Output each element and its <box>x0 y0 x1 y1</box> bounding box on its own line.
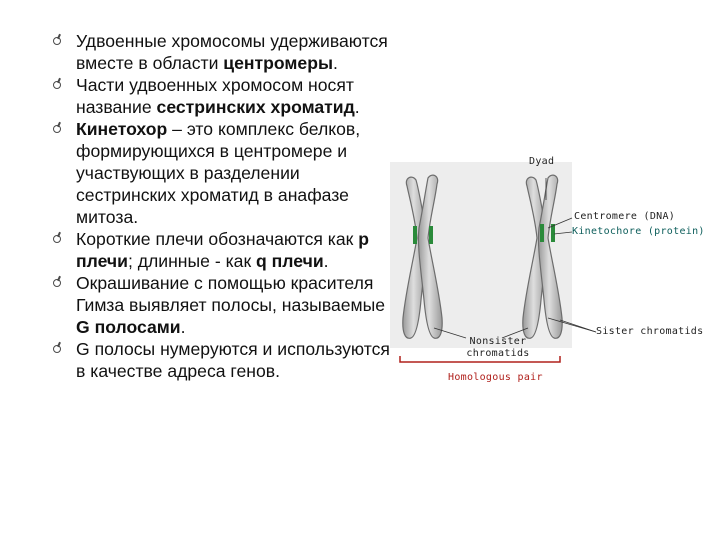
bullet-item: G полосы нумеруются и используются в кач… <box>50 338 395 382</box>
bullet-item: Окрашивание с помощью красителя Гимза вы… <box>50 272 395 338</box>
pointer-lines <box>433 178 597 339</box>
bullet-icon <box>53 235 61 243</box>
homologous-pair-label: Homologous pair <box>448 372 543 383</box>
centromere-label: Centromere (DNA) <box>574 211 676 222</box>
chromosome-drawing <box>390 162 597 363</box>
bullet-icon <box>53 125 61 133</box>
chromosome-left <box>402 174 443 339</box>
homologous-bracket <box>399 356 561 363</box>
dyad-label: Dyad <box>529 156 555 167</box>
bullet-item: Части удвоенных хромосом носят название … <box>50 74 395 118</box>
kinetochore-marks <box>413 224 555 244</box>
bullet-list: Удвоенные хромосомы удерживаются вместе … <box>50 30 395 382</box>
bullet-item: Короткие плечи обозначаются как р плечи;… <box>50 228 395 272</box>
kinetochore-label: Kinetochore (protein) <box>572 226 705 237</box>
chromosome-diagram: Dyad Centromere (DNA) Kinetochore (prote… <box>388 150 720 390</box>
bullet-icon <box>53 81 61 89</box>
bullet-item: Кинетохор – это комплекс белков, формиру… <box>50 118 395 228</box>
chromosome-right <box>522 174 563 339</box>
bullet-item: Удвоенные хромосомы удерживаются вместе … <box>50 30 395 74</box>
bullet-icon <box>53 279 61 287</box>
nonsister-chromatids-label: Nonsister chromatids <box>466 336 530 359</box>
sister-chromatids-label: Sister chromatids <box>596 326 704 337</box>
bullet-icon <box>53 345 61 353</box>
bullet-icon <box>53 37 61 45</box>
